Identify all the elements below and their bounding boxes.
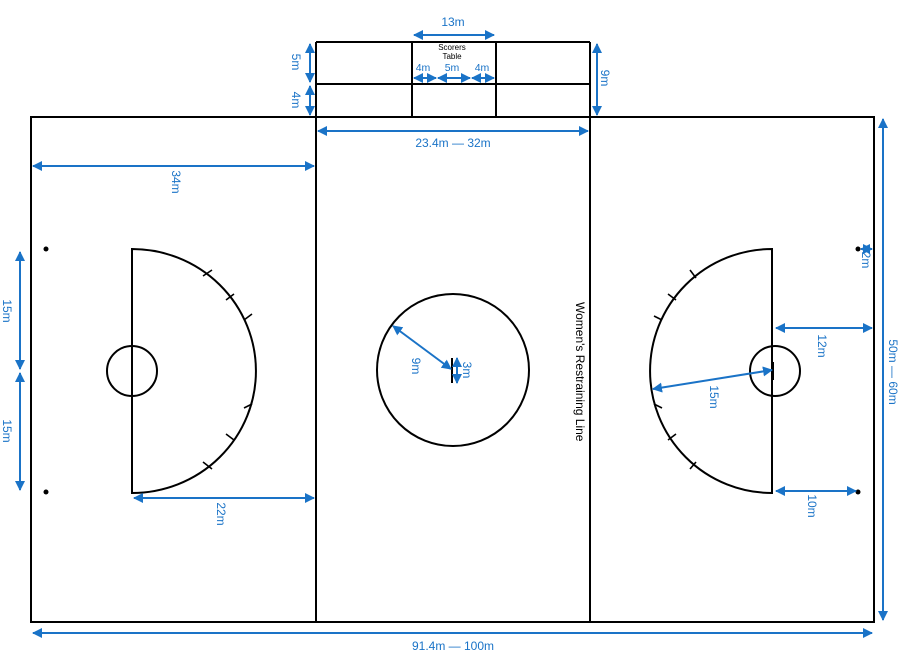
table-segment-middle-label: 5m xyxy=(445,62,460,74)
center-line-label: 3m xyxy=(460,362,474,379)
arc-radius-label: 15m xyxy=(707,385,721,408)
goal-to-zone-label: 22m xyxy=(214,502,228,525)
field-boundary xyxy=(30,116,875,623)
goal-area-lower-offset-label: 10m xyxy=(805,494,819,517)
left-upper-dot xyxy=(43,246,49,252)
middle-zone-width-label: 23.4m — 32m xyxy=(415,136,490,150)
goal-circle-upper-label: 15m xyxy=(0,299,14,322)
scorers-table-label-line1: Scorers xyxy=(438,43,466,52)
womens-restraining-line-label: Women's Restraining Line xyxy=(573,302,587,442)
right-goal-area xyxy=(649,247,801,495)
goal-area-offset-label: 12m xyxy=(815,334,829,357)
arc-radius-arrow xyxy=(652,366,773,393)
goal-circle-lower-label: 15m xyxy=(0,419,14,442)
table-upper-label: 5m xyxy=(289,54,303,71)
goal-line-offset-label: 2m xyxy=(859,252,873,269)
left-zone-length-label: 34m xyxy=(169,170,183,193)
table-segment-right-label: 4m xyxy=(475,62,490,74)
field-length-label: 91.4m — 100m xyxy=(412,639,494,653)
left-goal-area xyxy=(106,247,257,495)
table-lower-label: 4m xyxy=(289,92,303,109)
scorers-table-label-line2: Table xyxy=(442,52,462,61)
center-circle-radius-label: 9m xyxy=(409,358,423,375)
right-lower-dot xyxy=(855,489,861,495)
right-upper-dot xyxy=(855,246,861,252)
center-circle-radius-arrow xyxy=(392,325,452,370)
table-depth-label: 9m xyxy=(598,70,612,87)
table-segment-left-label: 4m xyxy=(416,62,431,74)
center-circle xyxy=(376,293,530,447)
field-width-label: 50m — 60m xyxy=(886,339,900,404)
scorers-table-area xyxy=(316,41,590,117)
left-lower-dot xyxy=(43,489,49,495)
table-width-label: 13m xyxy=(441,15,464,29)
